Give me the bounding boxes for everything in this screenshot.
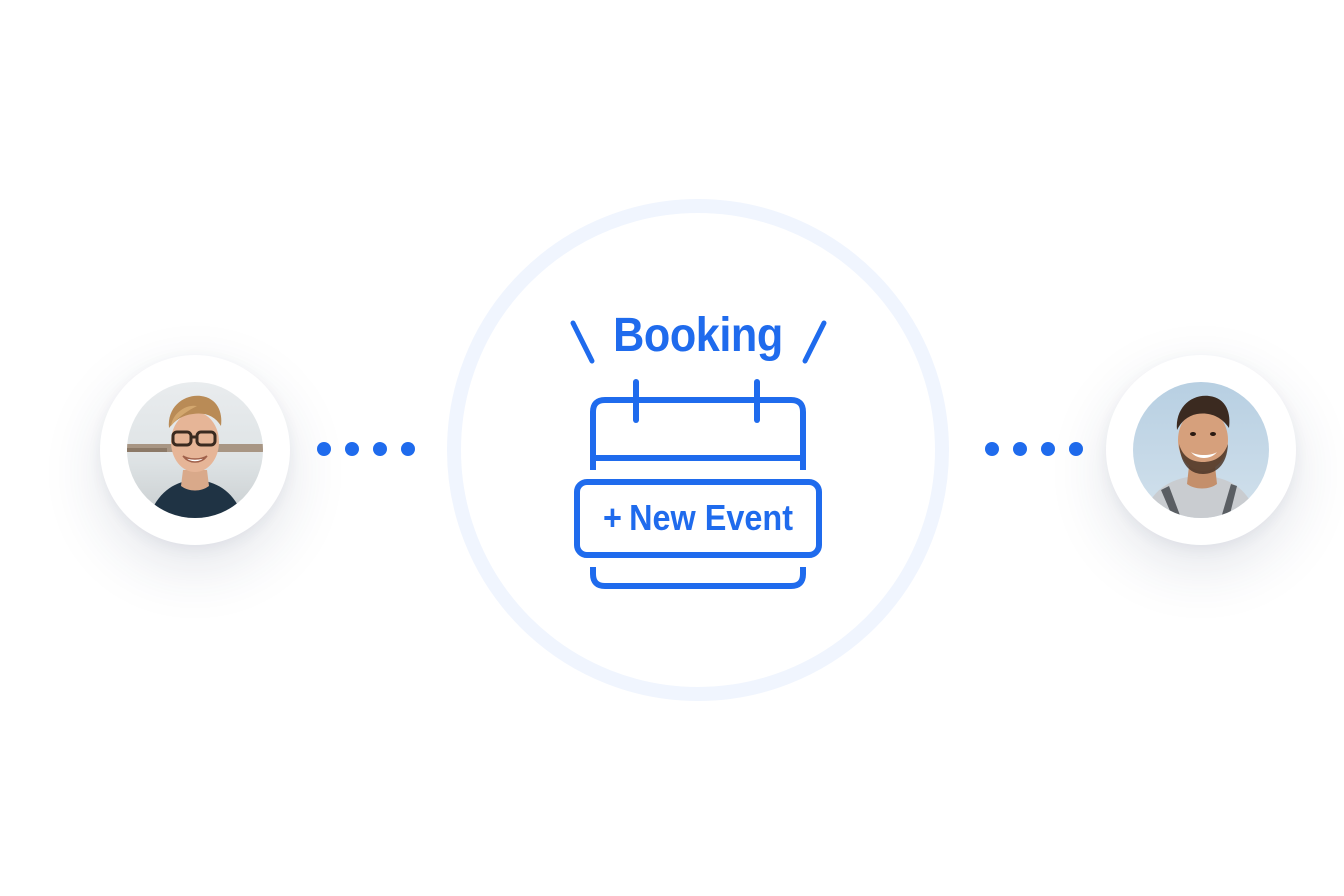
left-avatar-card — [100, 355, 290, 545]
connector-dot — [1069, 442, 1083, 456]
right-avatar — [1133, 382, 1269, 518]
right-avatar-card — [1106, 355, 1296, 545]
left-avatar — [127, 382, 263, 518]
left-connector-dots — [317, 442, 415, 456]
new-event-text: New Event — [629, 497, 793, 538]
connector-dot — [985, 442, 999, 456]
right-avatar-photo — [1133, 382, 1269, 518]
booking-title: Booking — [613, 309, 783, 362]
sparkle-line-right — [802, 320, 827, 364]
right-connector-dots — [985, 442, 1083, 456]
calendar-top-icon — [590, 397, 806, 470]
sparkle-line-left — [570, 320, 595, 364]
connector-dot — [1013, 442, 1027, 456]
calendar-bottom-icon — [590, 567, 806, 589]
plus-icon: + — [603, 497, 622, 538]
connector-dot — [373, 442, 387, 456]
connector-dot — [1041, 442, 1055, 456]
left-avatar-photo — [127, 382, 263, 518]
new-event-box — [574, 479, 822, 558]
connector-dot — [345, 442, 359, 456]
connector-dot — [401, 442, 415, 456]
new-event-label: + New Event — [592, 494, 804, 542]
connector-dot — [317, 442, 331, 456]
